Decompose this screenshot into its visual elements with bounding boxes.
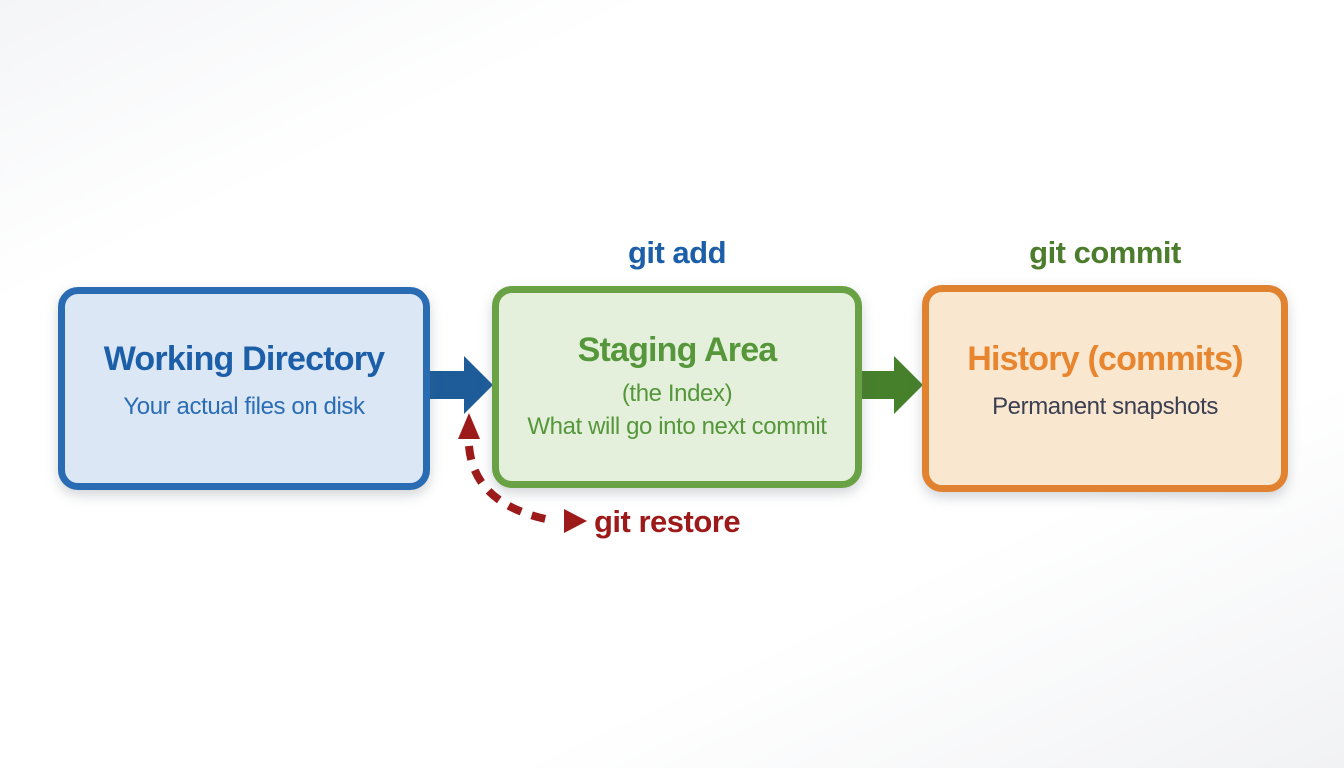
history-commits-subtitle: Permanent snapshots (992, 392, 1218, 420)
git-add-label: git add (627, 235, 727, 270)
git-commit-arrow-head (894, 356, 923, 414)
git-commit-arrow-icon (858, 356, 923, 414)
working-directory-title: Working Directory (103, 340, 385, 379)
git-restore-right-arrowhead (564, 509, 587, 533)
staging-area-subtitle-index: (the Index) (621, 379, 733, 407)
staging-area-subtitle-next-commit: What will go into next commit (527, 412, 827, 440)
git-add-arrow-shaft (428, 371, 466, 399)
git-add-arrow-head (464, 356, 493, 414)
history-commits-title: History (commits) (967, 340, 1243, 379)
git-commit-label: git commit (1029, 235, 1181, 270)
working-directory-box: Working Directory Your actual files on d… (58, 287, 430, 490)
git-restore-label: git restore (594, 504, 741, 539)
history-commits-box: History (commits) Permanent snapshots (922, 285, 1288, 492)
staging-area-box: Staging Area (the Index) What will go in… (492, 286, 862, 488)
git-restore-up-arrowhead (458, 413, 480, 439)
working-directory-subtitle: Your actual files on disk (123, 392, 365, 420)
git-commit-arrow-shaft (858, 371, 896, 399)
staging-area-title: Staging Area (577, 331, 778, 370)
git-add-arrow-icon (428, 356, 493, 414)
